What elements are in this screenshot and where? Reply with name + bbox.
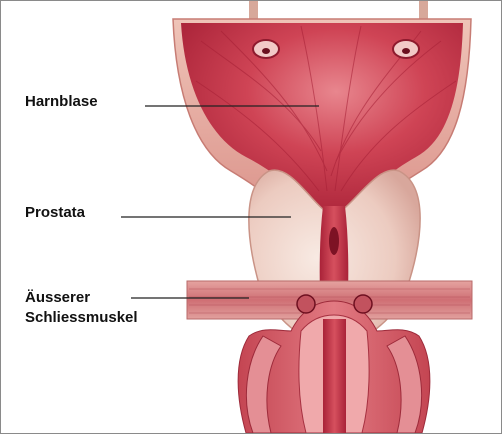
colliculus (329, 227, 339, 255)
label-sphincter-line2: Schliessmuskel (25, 308, 138, 328)
left-gland (297, 295, 315, 313)
label-prostata: Prostata (25, 203, 85, 223)
label-harnblase: Harnblase (25, 92, 98, 112)
label-sphincter-line1: Äusserer (25, 288, 90, 308)
urethra-lower (323, 319, 346, 433)
bladder-cavity (181, 23, 463, 219)
right-gland (354, 295, 372, 313)
